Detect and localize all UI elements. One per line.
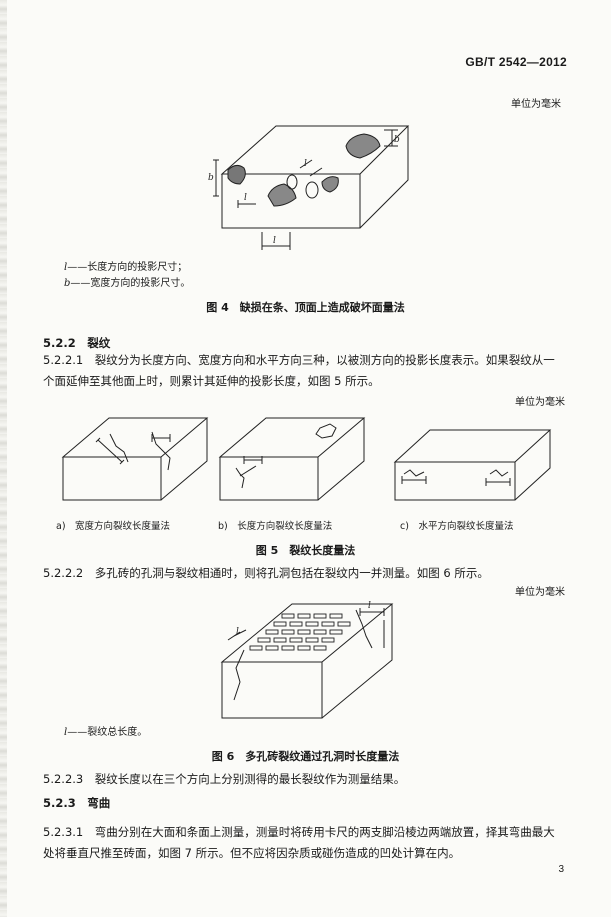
page-number: 3 [558, 864, 564, 875]
section-5-2-3-heading: 5.2.3 弯曲 [43, 796, 111, 810]
section-5-2-2-3: 5.2.2.3 裂纹长度以在三个方向上分别测得的最长裂纹作为测量结果。 [43, 772, 406, 786]
fig5-subcaption-a: a) 宽度方向裂纹长度量法 [56, 521, 171, 532]
fig4-dim-l-bottom: l [273, 236, 276, 246]
fig4-dim-l-front: l [244, 193, 247, 203]
fig4-dim-b-left: b [208, 173, 214, 183]
section-5-2-2-1: 5.2.2.1 裂纹分为长度方向、宽度方向和水平方向三种，以被测方向的投影长度表… [43, 353, 555, 388]
fig4-dim-l-mid: l [304, 159, 307, 169]
standard-code: GB/T 2542—2012 [465, 55, 567, 69]
fig5-subcaption-b: b) 长度方向裂纹长度量法 [218, 521, 333, 532]
fig6-legend-l: l——裂纹总长度。 [64, 727, 148, 738]
figure-6-caption: 图 6 多孔砖裂纹通过孔洞时长度量法 [211, 750, 400, 763]
fig4-legend-l: l——长度方向的投影尺寸； [64, 262, 188, 273]
fig6-dim-l-left: l [236, 627, 239, 637]
binding-edge [0, 0, 7, 917]
unit-label-fig5: 单位为毫米 [515, 397, 565, 408]
section-5-2-3-1: 5.2.3.1 弯曲分别在大面和条面上测量，测量时将砖用卡尺的两支脚沿棱边两端放… [43, 825, 555, 860]
section-5-2-2-2: 5.2.2.2 多孔砖的孔洞与裂纹相通时，则将孔洞包括在裂纹内一并测量。如图 6… [43, 566, 489, 580]
fig4-legend-b: b——宽度方向的投影尺寸。 [64, 278, 191, 289]
section-5-2-2-heading: 5.2.2 裂纹 [43, 336, 111, 350]
figure-4-caption: 图 4 缺损在条、顶面上造成破坏面量法 [206, 301, 405, 314]
unit-label-fig6: 单位为毫米 [515, 587, 565, 598]
fig6-dim-l-right: l [368, 601, 371, 611]
unit-label-fig4: 单位为毫米 [511, 99, 561, 110]
fig5-subcaption-c: c) 水平方向裂纹长度量法 [400, 521, 514, 532]
fig4-dim-b-right: b [394, 135, 400, 145]
figure-5-caption: 图 5 裂纹长度量法 [255, 544, 356, 557]
